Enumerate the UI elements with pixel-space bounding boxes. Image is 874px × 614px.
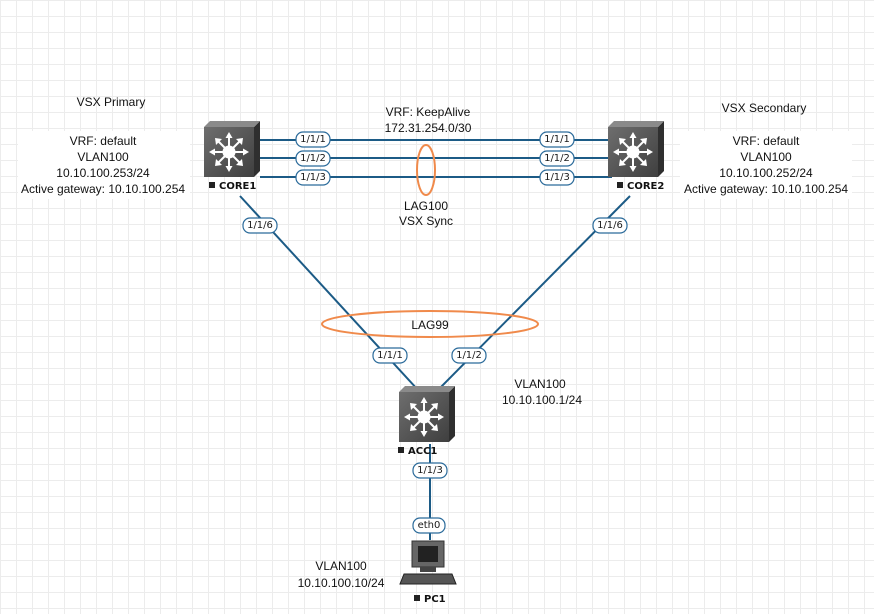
svg-text:VLAN100: VLAN100 xyxy=(77,150,129,164)
pc1-info: VLAN100 10.10.100.10/24 xyxy=(298,559,385,590)
device-name-core1: CORE1 xyxy=(219,181,256,192)
svg-text:1/1/2: 1/1/2 xyxy=(544,153,570,164)
svg-text:VRF: KeepAlive: VRF: KeepAlive xyxy=(386,105,471,119)
port-label-core1-2: 1/1/2 xyxy=(295,150,331,167)
port-label-acc1-down: 1/1/3 xyxy=(412,462,448,479)
device-name-pc1: PC1 xyxy=(424,594,446,605)
port-label-core1-1: 1/1/1 xyxy=(295,131,331,148)
status-square-icon xyxy=(209,182,215,188)
port-label-core2-down: 1/1/6 xyxy=(592,217,628,234)
svg-text:1/1/2: 1/1/2 xyxy=(300,153,326,164)
switch-icon[interactable] xyxy=(399,386,455,442)
core1-info: VRF: default VLAN100 10.10.100.253/24 Ac… xyxy=(21,134,185,196)
lag99-label: LAG99 xyxy=(411,318,449,332)
svg-text:1/1/3: 1/1/3 xyxy=(544,172,570,183)
port-label-core1-down: 1/1/6 xyxy=(242,217,278,234)
svg-text:VLAN100: VLAN100 xyxy=(514,377,566,391)
switch-icon[interactable] xyxy=(204,121,260,177)
svg-text:LAG100: LAG100 xyxy=(404,199,448,213)
svg-text:10.10.100.252/24: 10.10.100.252/24 xyxy=(719,166,813,180)
status-square-icon xyxy=(398,447,404,453)
svg-text:1/1/3: 1/1/3 xyxy=(300,172,326,183)
svg-text:1/1/1: 1/1/1 xyxy=(300,134,326,145)
svg-text:172.31.254.0/30: 172.31.254.0/30 xyxy=(385,121,472,135)
lag99-ring xyxy=(321,310,539,338)
port-label-core1-3: 1/1/3 xyxy=(295,169,331,186)
svg-text:Active gateway: 10.10.100.254: Active gateway: 10.10.100.254 xyxy=(21,182,185,196)
svg-text:1/1/2: 1/1/2 xyxy=(456,350,482,361)
svg-text:10.10.100.10/24: 10.10.100.10/24 xyxy=(298,576,385,590)
svg-text:eth0: eth0 xyxy=(418,520,441,531)
status-square-icon xyxy=(414,595,420,601)
svg-text:VRF: default: VRF: default xyxy=(70,134,137,148)
svg-text:Active gateway: 10.10.100.254: Active gateway: 10.10.100.254 xyxy=(684,182,848,196)
svg-text:10.10.100.253/24: 10.10.100.253/24 xyxy=(56,166,150,180)
port-label-core2-2: 1/1/2 xyxy=(539,150,575,167)
port-label-pc1-nic: eth0 xyxy=(412,517,446,534)
lag100-info: LAG100 VSX Sync xyxy=(399,199,453,228)
svg-text:1/1/1: 1/1/1 xyxy=(544,134,570,145)
port-label-core2-3: 1/1/3 xyxy=(539,169,575,186)
svg-text:VRF: default: VRF: default xyxy=(733,134,800,148)
status-square-icon xyxy=(617,182,623,188)
port-label-core2-1: 1/1/1 xyxy=(539,131,575,148)
device-name-acc1: ACC1 xyxy=(408,446,437,457)
svg-text:1/1/1: 1/1/1 xyxy=(377,350,403,361)
svg-text:1/1/3: 1/1/3 xyxy=(417,465,443,476)
port-label-acc1-up2: 1/1/2 xyxy=(451,347,487,364)
vsx-primary-label: VSX Primary xyxy=(77,95,146,109)
svg-text:VLAN100: VLAN100 xyxy=(740,150,792,164)
vsx-secondary-label: VSX Secondary xyxy=(722,101,807,115)
lag100-ring xyxy=(416,144,436,196)
svg-text:VLAN100: VLAN100 xyxy=(315,559,367,573)
keepalive-info: VRF: KeepAlive 172.31.254.0/30 xyxy=(385,105,472,135)
svg-text:VSX Sync: VSX Sync xyxy=(399,214,453,228)
svg-text:1/1/6: 1/1/6 xyxy=(597,220,623,231)
switch-icon[interactable] xyxy=(608,121,664,177)
pc-icon[interactable] xyxy=(399,540,457,585)
port-label-acc1-up1: 1/1/1 xyxy=(372,347,408,364)
acc1-info: VLAN100 10.10.100.1/24 xyxy=(502,377,582,407)
svg-text:1/1/6: 1/1/6 xyxy=(247,220,273,231)
svg-text:10.10.100.1/24: 10.10.100.1/24 xyxy=(502,393,582,407)
device-name-core2: CORE2 xyxy=(627,181,664,192)
core2-info: VRF: default VLAN100 10.10.100.252/24 Ac… xyxy=(684,134,848,196)
